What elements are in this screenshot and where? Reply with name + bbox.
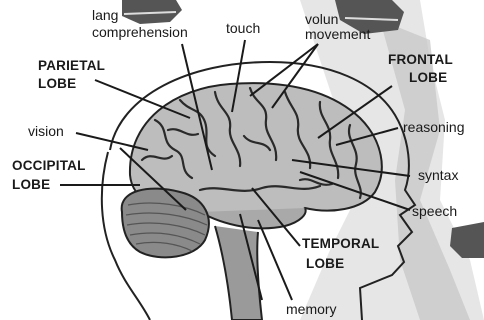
label-touch: touch [226,21,260,36]
label-speech: speech [412,204,457,219]
label-memory: memory [286,302,337,317]
label-vision: vision [28,124,64,139]
label-frontal-line2: LOBE [409,70,447,85]
label-voluntary-line1: volun [305,12,338,27]
label-occipital-line1: OCCIPITAL [12,158,86,173]
label-language-line1: lang [92,8,118,23]
label-voluntary-line2: movement [305,27,370,42]
cerebellum [122,189,209,258]
leader-memory-a [258,220,292,300]
label-reasoning: reasoning [403,120,465,135]
shoe-left-icon [122,0,182,24]
label-temporal-line1: TEMPORAL [302,236,379,251]
label-occipital-line2: LOBE [12,177,50,192]
label-parietal-line1: PARIETAL [38,58,105,73]
label-language-line2: comprehension [92,25,188,40]
label-syntax: syntax [418,168,458,183]
label-frontal-line1: FRONTAL [388,52,453,67]
label-parietal-line2: LOBE [38,76,76,91]
label-temporal-line2: LOBE [306,256,344,271]
